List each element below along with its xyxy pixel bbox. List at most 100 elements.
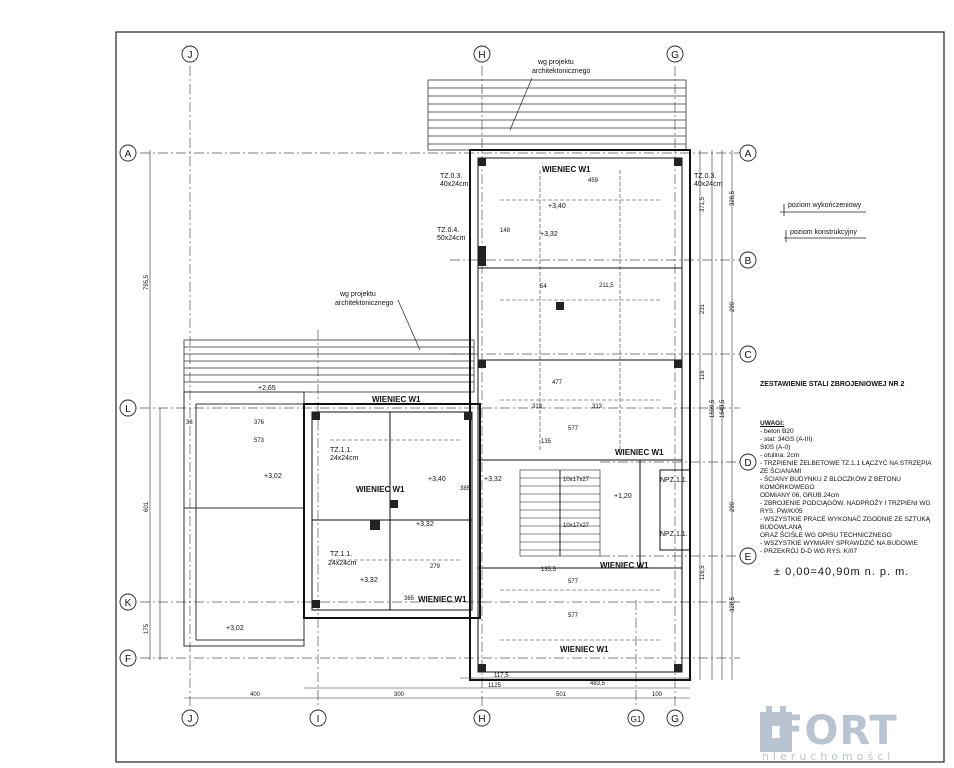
notes-line: ZE ŚCIANAMI [760,468,802,475]
axis-label-left-l: L [125,404,131,415]
dim-385-a: 385 [460,486,471,492]
label-wieniec-bottom: WIENIEC W1 [560,645,609,654]
axis-label-bottom-i: I [317,714,320,725]
dim-385-b: 385 [404,596,415,602]
notes-line: St0S (A-0) [760,444,791,451]
dim-459: 459 [588,178,599,184]
dim-328-5-b: 328,5 [730,596,736,612]
axis-label-top-j: J [188,50,193,61]
axis-label-left-a: A [125,149,132,160]
label-tz03-right-size: 40x24cm [694,181,723,188]
label-wieniec-low-right: WIENIEC W1 [600,561,649,570]
notes-line: - otulina: 2cm [760,452,800,459]
dim-1125: 1125 [488,683,502,689]
label-tz04: TZ.0.4. [437,227,459,234]
label-tz11-a-size: 24x24cm [330,455,359,462]
label-tz03-left-size: 40x24cm [440,181,469,188]
dim-54: 54 [540,284,547,290]
axis-label-right-e: E [745,552,752,563]
legend-finish-level: poziom wykończeniowy [788,202,862,209]
dim-175: 175 [144,623,150,634]
dim-135-5: 135,5 [541,567,557,573]
axis-gridlines [140,66,740,706]
dim-135: 135 [541,439,552,445]
dim-211-5: 211,5 [599,283,614,289]
label-npz11-b: NPZ.1.1. [660,531,688,538]
level-332-d: +3,32 [360,577,378,584]
level-332-c: +3,32 [416,521,434,528]
axis-label-top-h: H [478,50,485,61]
level-legend-markers [780,204,866,242]
notes-heading: UWAGI: [760,420,785,427]
dim-299-a: 299 [730,301,736,312]
label-tz11-b: TZ.1.1. [330,551,352,558]
dim-501: 501 [556,692,567,698]
dim-483-5: 483,5 [590,681,606,687]
notes-line: - WSZYSTKIE WYMIARY SPRAWDZIĆ NA BUDOWIE [760,540,919,547]
axis-bubbles [119,45,757,727]
dim-36: 36 [186,420,193,426]
notes-line: - PRZEKRÓJ D-D WG RYS. K/07 [760,548,858,555]
fort-logo: FORT nieruchomości [756,700,952,766]
label-wg-projektu-top-2: architektonicznego [532,68,590,75]
datum-level: ± 0,00=40,90m n. p. m. [774,566,910,578]
dim-601: 601 [144,501,150,512]
dim-577-b: 577 [568,579,579,585]
notes-line: - ZBROJENIE PODCIĄGÓW, NADPROŻY I TRZPIE… [760,500,931,515]
axis-label-bottom-g: G [671,714,679,725]
label-tz03-right: TZ.0.3. [694,173,716,180]
axis-label-bottom-g1: G1 [631,715,642,724]
label-tz11-b-size: 24x24cm [328,560,357,567]
terrace-left [183,391,305,647]
level-340: +3,40 [548,203,566,210]
dim-300: 300 [394,692,405,698]
dim-116: 116 [700,370,706,380]
notes-line: ODMIANY 06, GRUB.24cm [760,492,840,499]
dimension-lines [149,150,733,699]
dim-100: 100 [652,692,663,698]
dim-400: 400 [250,692,261,698]
level-302-b: +3,02 [226,625,244,632]
axis-label-left-f: F [125,654,131,665]
building-walls [303,149,691,681]
level-332-a: +3,32 [540,231,558,238]
dim-577-c: 577 [568,613,579,619]
notes-line: - beton B20 [760,428,794,435]
notes-line: ORAZ ŚCIŚLE WG OPISU TECHNICZNEGO [760,532,892,539]
label-wieniec-low: WIENIEC W1 [356,485,405,494]
dim-328-5-a: 328,5 [730,190,736,206]
logo-brand: FORT [776,708,898,754]
level-302-a: +3,02 [264,473,282,480]
label-wieniec-right: WIENIEC W1 [615,448,664,457]
dim-477: 477 [552,380,563,386]
dim-376: 376 [254,420,265,426]
dim-279: 279 [430,564,441,570]
level-332-b: +3,32 [484,476,502,483]
dim-573: 573 [254,438,265,444]
label-stairs-2: 10x17x27 [563,523,590,529]
steel-schedule-title: ZESTAWIENIE STALI ZBROJENIOWEJ NR 2 [760,381,905,388]
dim-231: 231 [700,303,706,314]
notes-line: - WSZYSTKIE PRACE WYKONAĆ ZGODNIE ZE SZT… [760,516,931,531]
dim-313-b: 313 [592,404,603,410]
level-120: +1,20 [614,493,632,500]
dim-795-5: 795,5 [144,274,150,290]
label-wg-projektu-mid-1: wg projektu [339,291,376,298]
dim-313-a: 313 [532,404,543,410]
tower-icon [760,706,792,752]
beam-lines [330,170,660,641]
legend-structural-level: poziom konstrukcyjny [790,229,857,236]
axis-label-bottom-j: J [188,714,193,725]
label-wieniec-mid: WIENIEC W1 [372,395,421,404]
notes-block: UWAGI: - beton B20 - stal: 34GS (A-III) … [760,420,945,556]
axis-label-left-k: K [125,598,132,609]
axis-label-right-c: C [744,350,751,361]
label-wg-projektu-mid-2: architektonicznego [335,300,393,307]
label-npz11-a: NPZ.1.1. [660,477,688,484]
label-tz04-size: 50x24cm [437,235,466,242]
dim-1599-5: 1599,5 [710,399,716,418]
dim-299-b: 299 [730,501,736,512]
level-340-b: +3,40 [428,476,446,483]
axis-label-right-b: B [745,256,752,267]
